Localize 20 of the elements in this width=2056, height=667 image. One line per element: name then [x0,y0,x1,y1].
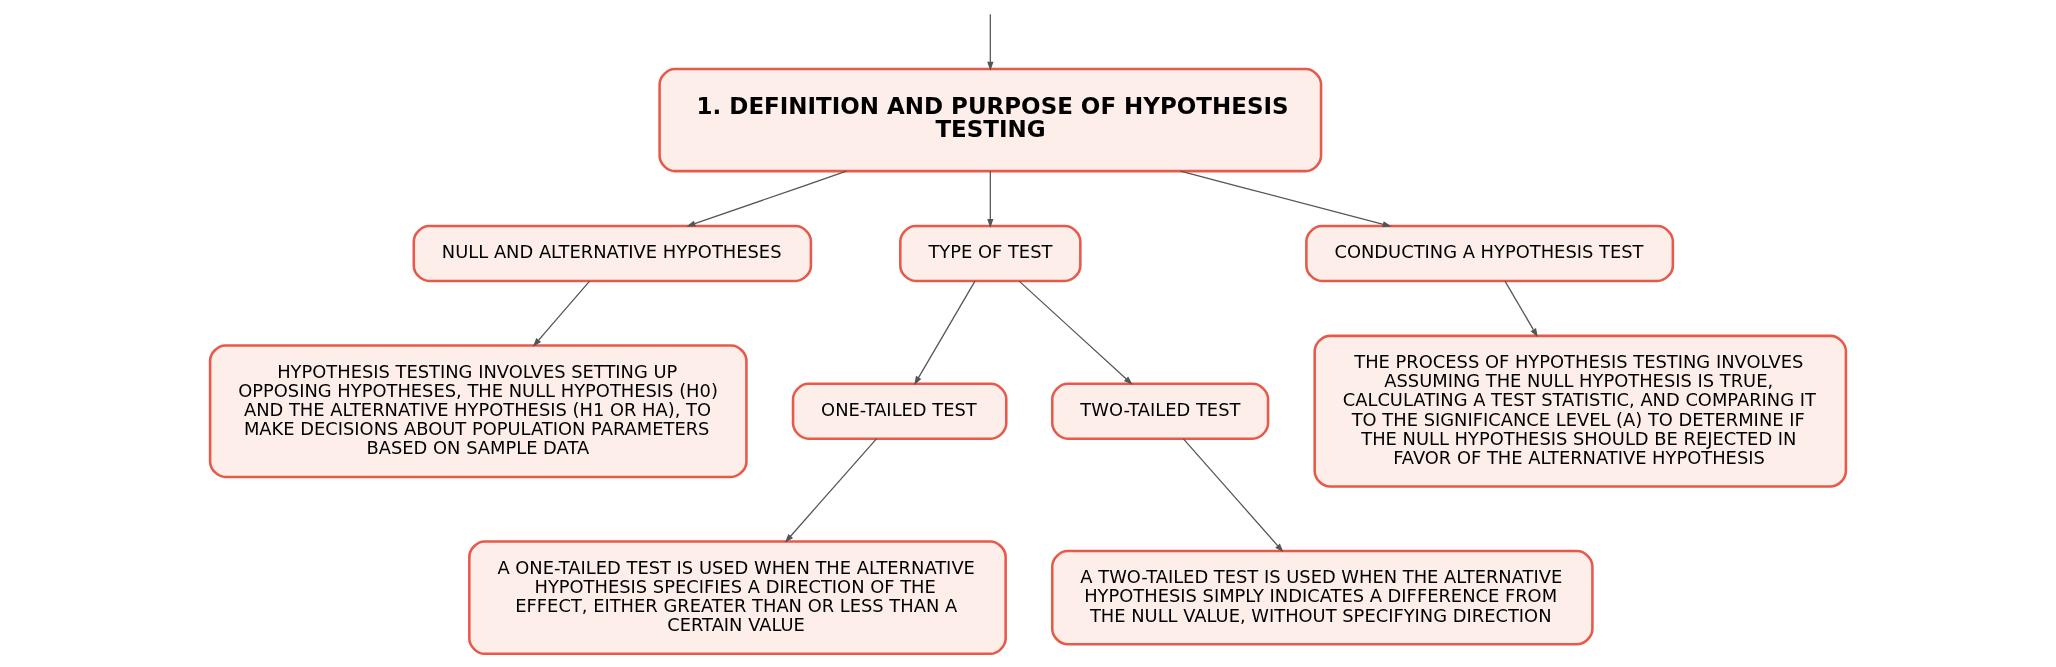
node-box: A TWO-TAILED TEST IS USED WHEN THE ALTERNATIVE HYPOTHESIS SIMPLY INDICATES A DIFFERENCE FROM THE NULL VALUE, WITHOUT SPECIFYING DIRECTION [1051,549,1594,646]
arrow [686,170,847,227]
arrow [987,13,994,71]
arrow [1179,170,1392,228]
node-box: 1. DEFINITION AND PURPOSE OF HYPOTHESIS TESTING [658,67,1323,173]
node-box: TWO-TAILED TEST [1051,382,1270,440]
arrow [532,280,591,347]
node-box: HYPOTHESIS TESTING INVOLVES SETTING UP OPPOSING HYPOTHESES, THE NULL HYPOTHESIS (H0) AND THE ALTERNATIVE HYPOTHESIS (H1 OR HA), TO MAKE DECISIONS ABOUT POPULATION PARAMETERS BASED ON SAMPLE DATA [208,344,748,479]
arrow [784,438,878,543]
arrow [1018,280,1133,385]
node-box: NULL AND ALTERNATIVE HYPOTHESES [412,224,813,283]
node-box: THE PROCESS OF HYPOTHESIS TESTING INVOLVES ASSUMING THE NULL HYPOTHESIS IS TRUE, CALCULATING A TEST STATISTIC, AND COMPARING IT TO THE SIGNIFICANCE LEVEL (Α) TO DETERMINE IF THE NULL HYPOTHESIS SHOULD BE REJECTED IN FAVOR OF THE ALTERNATIVE HYPOTHESIS [1313,334,1848,488]
node-box: TYPE OF TEST [899,224,1082,283]
arrow [1504,280,1538,338]
node-box: ONE-TAILED TEST [791,382,1008,440]
node-box: CONDUCTING A HYPOTHESIS TEST [1305,224,1675,283]
arrow [914,280,976,386]
arrow [1182,438,1284,553]
arrow [987,170,994,228]
node-box: A ONE-TAILED TEST IS USED WHEN THE ALTERNATIVE HYPOTHESIS SPECIFIES A DIRECTION OF THE EFFECT, EITHER GREATER THAN OR LESS THAN A CERTAIN VALUE [468,540,1007,656]
